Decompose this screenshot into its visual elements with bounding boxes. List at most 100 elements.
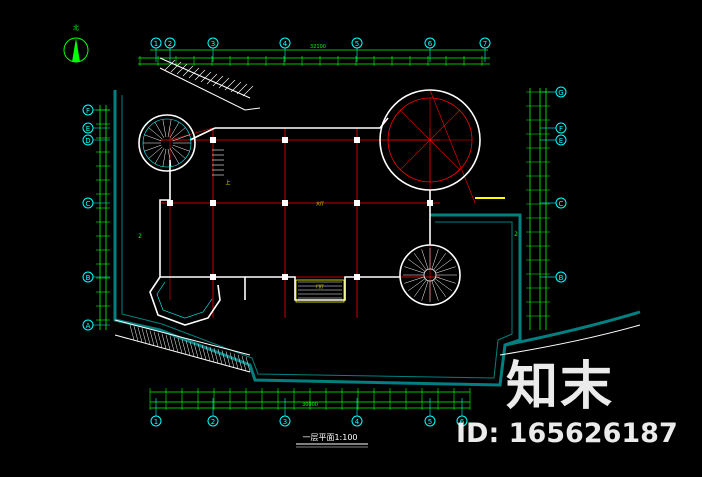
exterior-stair-tread	[141, 328, 147, 344]
exterior-stair-tread	[173, 337, 179, 353]
right-stair-tower	[399, 244, 461, 306]
wall-left	[159, 160, 175, 278]
ramp-stair-edge	[159, 67, 261, 111]
spiral-stair-tread	[162, 119, 167, 138]
stair-up-label: 上	[225, 179, 230, 186]
spiral-stair-tread	[434, 278, 452, 292]
top-axis-4-label: 4	[283, 40, 288, 48]
grid-axis-diagonal	[429, 89, 476, 204]
spiral-stair-tread	[433, 253, 447, 271]
top-axis-2-label: 2	[168, 40, 172, 48]
spiral-stair-tread	[408, 258, 426, 272]
wall-bottom-left	[175, 276, 246, 300]
bottom-axis-5-label: 5	[428, 418, 432, 426]
exterior-stair-edge	[114, 334, 251, 373]
ramp-stair-tread	[236, 83, 248, 95]
structural-column	[354, 200, 360, 206]
bottom-left-bay	[149, 276, 221, 326]
spiral-stair-tread	[148, 127, 163, 140]
top-axis-5-label: 5	[355, 40, 359, 48]
ramp-stair-tread	[194, 69, 206, 81]
watermark-id: ID: 165626187	[456, 418, 678, 449]
spiral-stair-tread	[434, 258, 452, 272]
left-axis-A-label: A	[86, 322, 91, 330]
exterior-stair-tread	[133, 326, 139, 342]
ramp-stair-tread	[242, 85, 254, 97]
section-mark-right: 2	[514, 231, 518, 238]
ramp-stair-tread	[218, 77, 230, 89]
right-axis-G-label: G	[558, 89, 563, 97]
left-axis-E-label: E	[86, 125, 90, 133]
right-axis-E-label: E	[559, 137, 563, 145]
exterior-stair-tread	[145, 329, 151, 345]
spiral-stair-tread	[169, 122, 180, 138]
right-axis-B-label: B	[559, 274, 564, 282]
exterior-stair-tread	[193, 342, 199, 358]
room-label-main-hall: 大厅	[316, 200, 324, 206]
spiral-stair-tread	[408, 278, 426, 292]
grid-axis-diagonal	[169, 127, 214, 141]
exterior-stair-tread	[165, 334, 171, 350]
bottom-axis-4-label: 4	[355, 418, 360, 426]
curved-boundary-edge	[499, 324, 641, 356]
right-axis-F-label: F	[559, 125, 563, 133]
structural-column	[354, 274, 360, 280]
bottom-axis-1-label: 1	[154, 418, 158, 426]
round-room-radial-axis	[429, 139, 460, 170]
bottom-left-bay-inner	[156, 281, 213, 319]
round-room-radial-axis	[429, 110, 460, 141]
exterior-stair-tread	[177, 338, 183, 354]
spiral-stair-tread	[154, 122, 165, 138]
spiral-stair-tread	[435, 266, 456, 274]
exterior-stair-tread	[217, 349, 223, 365]
ramp-stair-edge	[159, 57, 251, 99]
exterior-stair-tread	[197, 343, 203, 359]
structural-column	[210, 137, 216, 143]
top-axis-1-label: 1	[154, 40, 158, 48]
ramp-stair-tread	[182, 65, 194, 77]
spiral-stair-tread	[169, 148, 180, 164]
top-axis-6-label: 6	[428, 40, 433, 48]
exterior-stair-tread	[181, 339, 187, 355]
ramp-stair-tread	[200, 71, 212, 83]
curved-boundary-hatch	[504, 310, 641, 347]
exterior-stair-tread	[149, 330, 155, 346]
north-arrow-icon	[72, 38, 80, 62]
structural-column	[354, 137, 360, 143]
round-room-radial-axis	[400, 110, 431, 141]
spiral-stair-tread	[144, 144, 162, 152]
site-boundary-hatch	[113, 90, 522, 387]
exterior-stair-tread	[205, 345, 211, 361]
exterior-stair-edge	[114, 319, 251, 356]
exterior-stair-tread	[229, 352, 235, 368]
ramp-stair-tread	[212, 75, 224, 87]
exterior-stair-tread	[209, 346, 215, 363]
exterior-stair-tread	[241, 355, 247, 371]
spiral-stair-tread	[421, 249, 429, 270]
round-room-radial-axis	[400, 139, 431, 170]
spiral-stair-tread	[421, 280, 429, 301]
structural-column	[282, 137, 288, 143]
exterior-stair-tread	[233, 353, 239, 369]
spiral-stair-tread	[404, 266, 425, 274]
exterior-stair-tread	[237, 354, 243, 370]
right-round-room	[379, 89, 481, 191]
exterior-stair-tread	[213, 348, 219, 364]
spiral-stair-tread	[144, 134, 162, 142]
bottom-axis-6-label: 6	[460, 418, 465, 426]
drawing-title: 一层平面1:100	[302, 433, 357, 442]
ramp-stair-tread	[164, 59, 176, 71]
left-axis-C-label: C	[86, 200, 91, 208]
ramp-stair-tread	[170, 61, 182, 73]
top-axis-7-label: 7	[483, 40, 487, 48]
spiral-stair-tread	[431, 280, 439, 301]
top-total-dimension: 32100	[310, 44, 326, 50]
exterior-stair-tread	[245, 356, 251, 372]
wall-top	[215, 117, 389, 129]
exterior-stair-tread	[185, 340, 191, 356]
left-round-tower	[138, 114, 196, 172]
spiral-stair-tread	[413, 279, 427, 297]
bottom-axis-3-label: 3	[283, 418, 287, 426]
